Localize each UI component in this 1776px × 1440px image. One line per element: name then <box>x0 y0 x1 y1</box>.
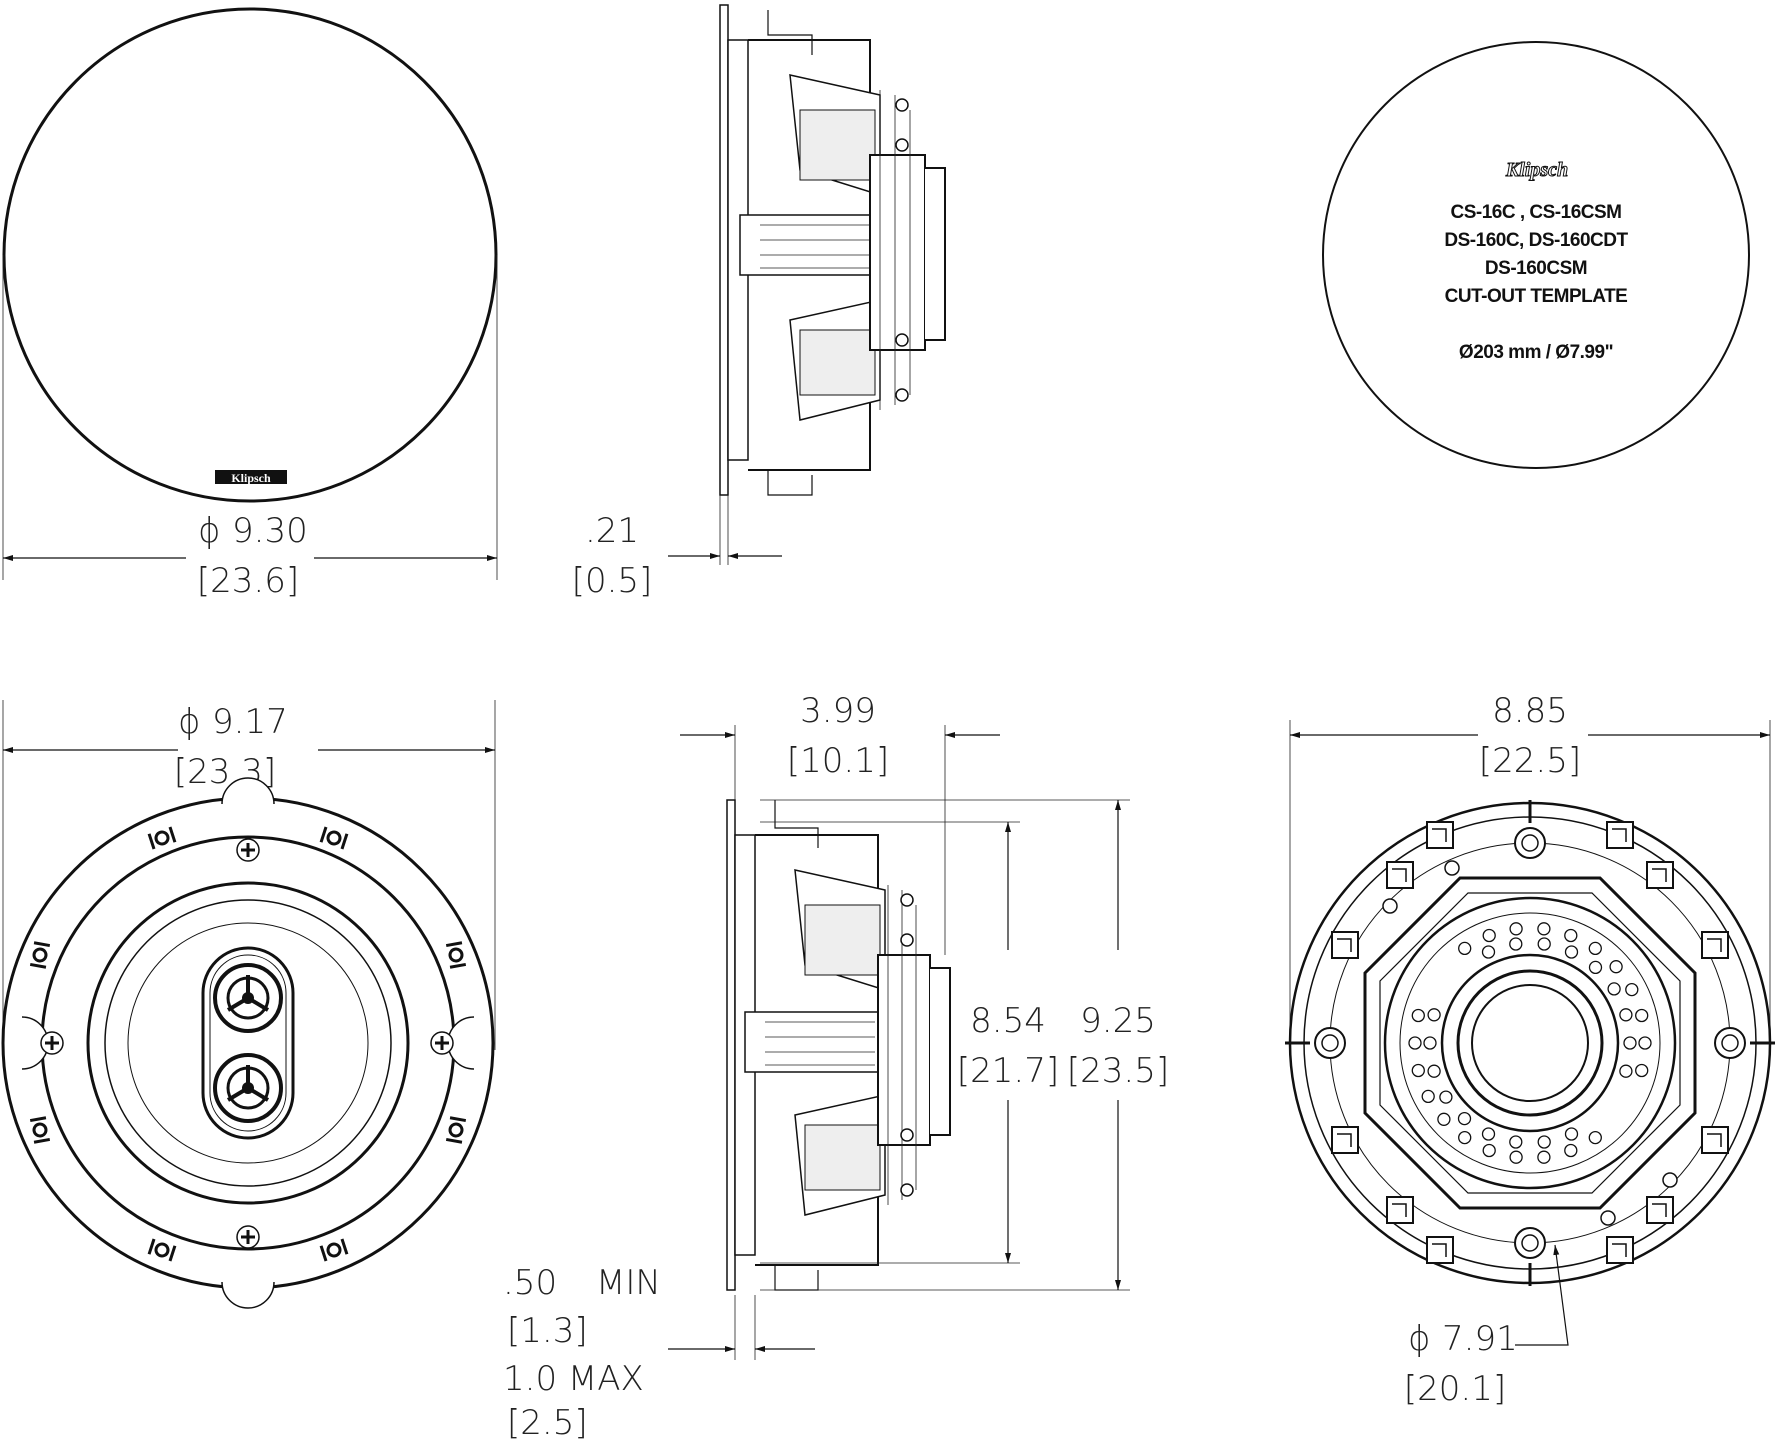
template-line-4: CUT-OUT TEMPLATE <box>1445 286 1628 307</box>
vent-hole <box>1537 1150 1551 1164</box>
vent-hole <box>1439 1090 1453 1104</box>
cutout-template: Klipsch CS-16C , CS-16CSM DS-160C, DS-16… <box>1322 41 1750 469</box>
grille-front-view: Klipsch ϕ 9.30 [23.6] <box>2 7 498 601</box>
min-cm: [1.3] <box>507 1311 588 1351</box>
vent-hole <box>1564 945 1579 959</box>
vent-hole <box>1458 1130 1472 1145</box>
vent-hole <box>1408 1036 1422 1050</box>
vent-hole <box>1638 1036 1652 1050</box>
grille-logo: Klipsch <box>231 471 271 485</box>
min-in: .50 <box>503 1263 557 1303</box>
vent-holes <box>1408 922 1652 1164</box>
vent-hole <box>1625 982 1639 997</box>
vent-hole <box>1427 1008 1441 1022</box>
vent-hole <box>1458 941 1472 956</box>
vent-hole <box>1482 1143 1496 1158</box>
vent-hole <box>1619 1008 1633 1022</box>
flange-cm: [0.5] <box>572 561 653 601</box>
vent-hole <box>1588 960 1603 975</box>
vent-hole <box>1564 1127 1579 1141</box>
side-view-top: .21 [0.5] <box>572 4 946 601</box>
vent-hole <box>1619 1064 1633 1078</box>
outer-height-in: 9.25 <box>1080 1001 1156 1041</box>
cutout-diameter-symbol: ϕ <box>1408 1319 1430 1359</box>
front-diameter-in: 9.17 <box>212 702 288 742</box>
vent-hole <box>1607 982 1621 996</box>
vent-hole <box>1635 1063 1649 1078</box>
rear-width-cm: [22.5] <box>1479 741 1581 781</box>
vent-hole <box>1421 1089 1435 1104</box>
vent-hole <box>1423 1036 1437 1050</box>
vent-hole <box>1564 928 1578 943</box>
vent-hole <box>1509 937 1523 951</box>
front-diameter-symbol: ϕ <box>178 702 200 742</box>
template-logo: Klipsch <box>1505 159 1568 181</box>
tweeter-lower <box>213 1053 283 1123</box>
vent-hole <box>1588 941 1602 956</box>
grille-diameter-cm: [23.6] <box>197 561 299 601</box>
vent-hole <box>1537 1135 1551 1149</box>
template-line-2: DS-160C, DS-160CDT <box>1444 230 1628 251</box>
cutout-diameter-in: 7.91 <box>1442 1319 1518 1359</box>
vent-hole <box>1482 928 1496 943</box>
min-label: MIN <box>596 1263 661 1303</box>
outer-height-cm: [23.5] <box>1067 1051 1169 1091</box>
speaker-rear-view: 8.85 [22.5] ϕ 7.91 <box>1285 690 1775 1418</box>
side-view-bottom: 3.99 [10.1] 8.54 [21.7] 9.25 [23.5] .50 … <box>503 691 1169 1440</box>
max-cm: [2.5] <box>507 1403 588 1440</box>
vent-hole <box>1623 1036 1637 1050</box>
vent-hole <box>1437 1112 1451 1126</box>
grille-diameter-in: 9.30 <box>232 511 308 551</box>
tweeter-upper <box>213 963 283 1033</box>
vent-hole <box>1609 960 1623 974</box>
vent-hole <box>1564 1143 1578 1158</box>
vent-hole <box>1411 1063 1425 1078</box>
cutout-diameter-cm: [20.1] <box>1404 1369 1506 1409</box>
vent-hole <box>1481 945 1496 959</box>
template-size: Ø203 mm / Ø7.99" <box>1459 342 1613 363</box>
max-label: 1.0 MAX <box>503 1359 644 1399</box>
vent-hole <box>1537 922 1551 936</box>
speaker-front-view: ϕ 9.17 [23.3] <box>1 700 496 1309</box>
depth-cm: [10.1] <box>787 741 889 781</box>
depth-in: 3.99 <box>800 691 876 731</box>
vent-hole <box>1427 1064 1441 1078</box>
vent-hole <box>1411 1008 1425 1023</box>
vent-hole <box>1481 1127 1496 1141</box>
vent-hole <box>1457 1111 1472 1126</box>
template-line-3: DS-160CSM <box>1485 258 1587 279</box>
flange-in: .21 <box>585 511 639 551</box>
rear-width-in: 8.85 <box>1492 691 1568 731</box>
inner-height-in: 8.54 <box>970 1001 1046 1041</box>
vent-hole <box>1635 1008 1649 1023</box>
vent-hole <box>1537 937 1551 951</box>
inner-height-cm: [21.7] <box>957 1051 1059 1091</box>
vent-hole <box>1509 1135 1523 1149</box>
vent-hole <box>1509 922 1523 936</box>
vent-hole <box>1588 1130 1602 1145</box>
template-line-1: CS-16C , CS-16CSM <box>1451 202 1622 223</box>
vent-hole <box>1509 1150 1523 1164</box>
grille-diameter-symbol: ϕ <box>198 511 220 551</box>
